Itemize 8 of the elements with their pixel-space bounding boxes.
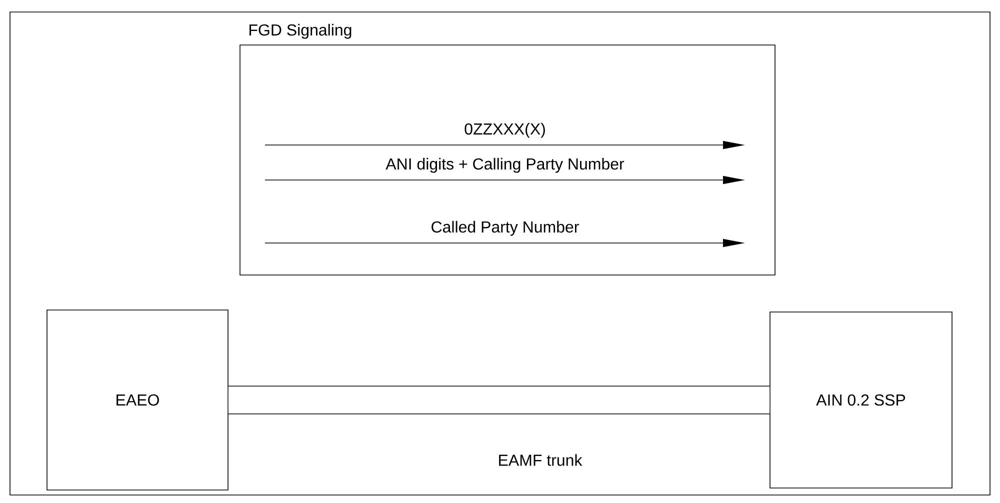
station-box: AIN 0.2 SSP [770, 312, 952, 488]
station-box: EAEO [46, 310, 228, 490]
message-label: ANI digits + Calling Party Number [386, 158, 624, 173]
message-label: Called Party Number [432, 220, 579, 236]
box-heading: FGD Signaling [250, 24, 352, 39]
trunk-line [228, 386, 770, 414]
message-label: 0ZZXXX(X) [464, 122, 545, 138]
edge-label: EAMF trunk [496, 452, 584, 468]
